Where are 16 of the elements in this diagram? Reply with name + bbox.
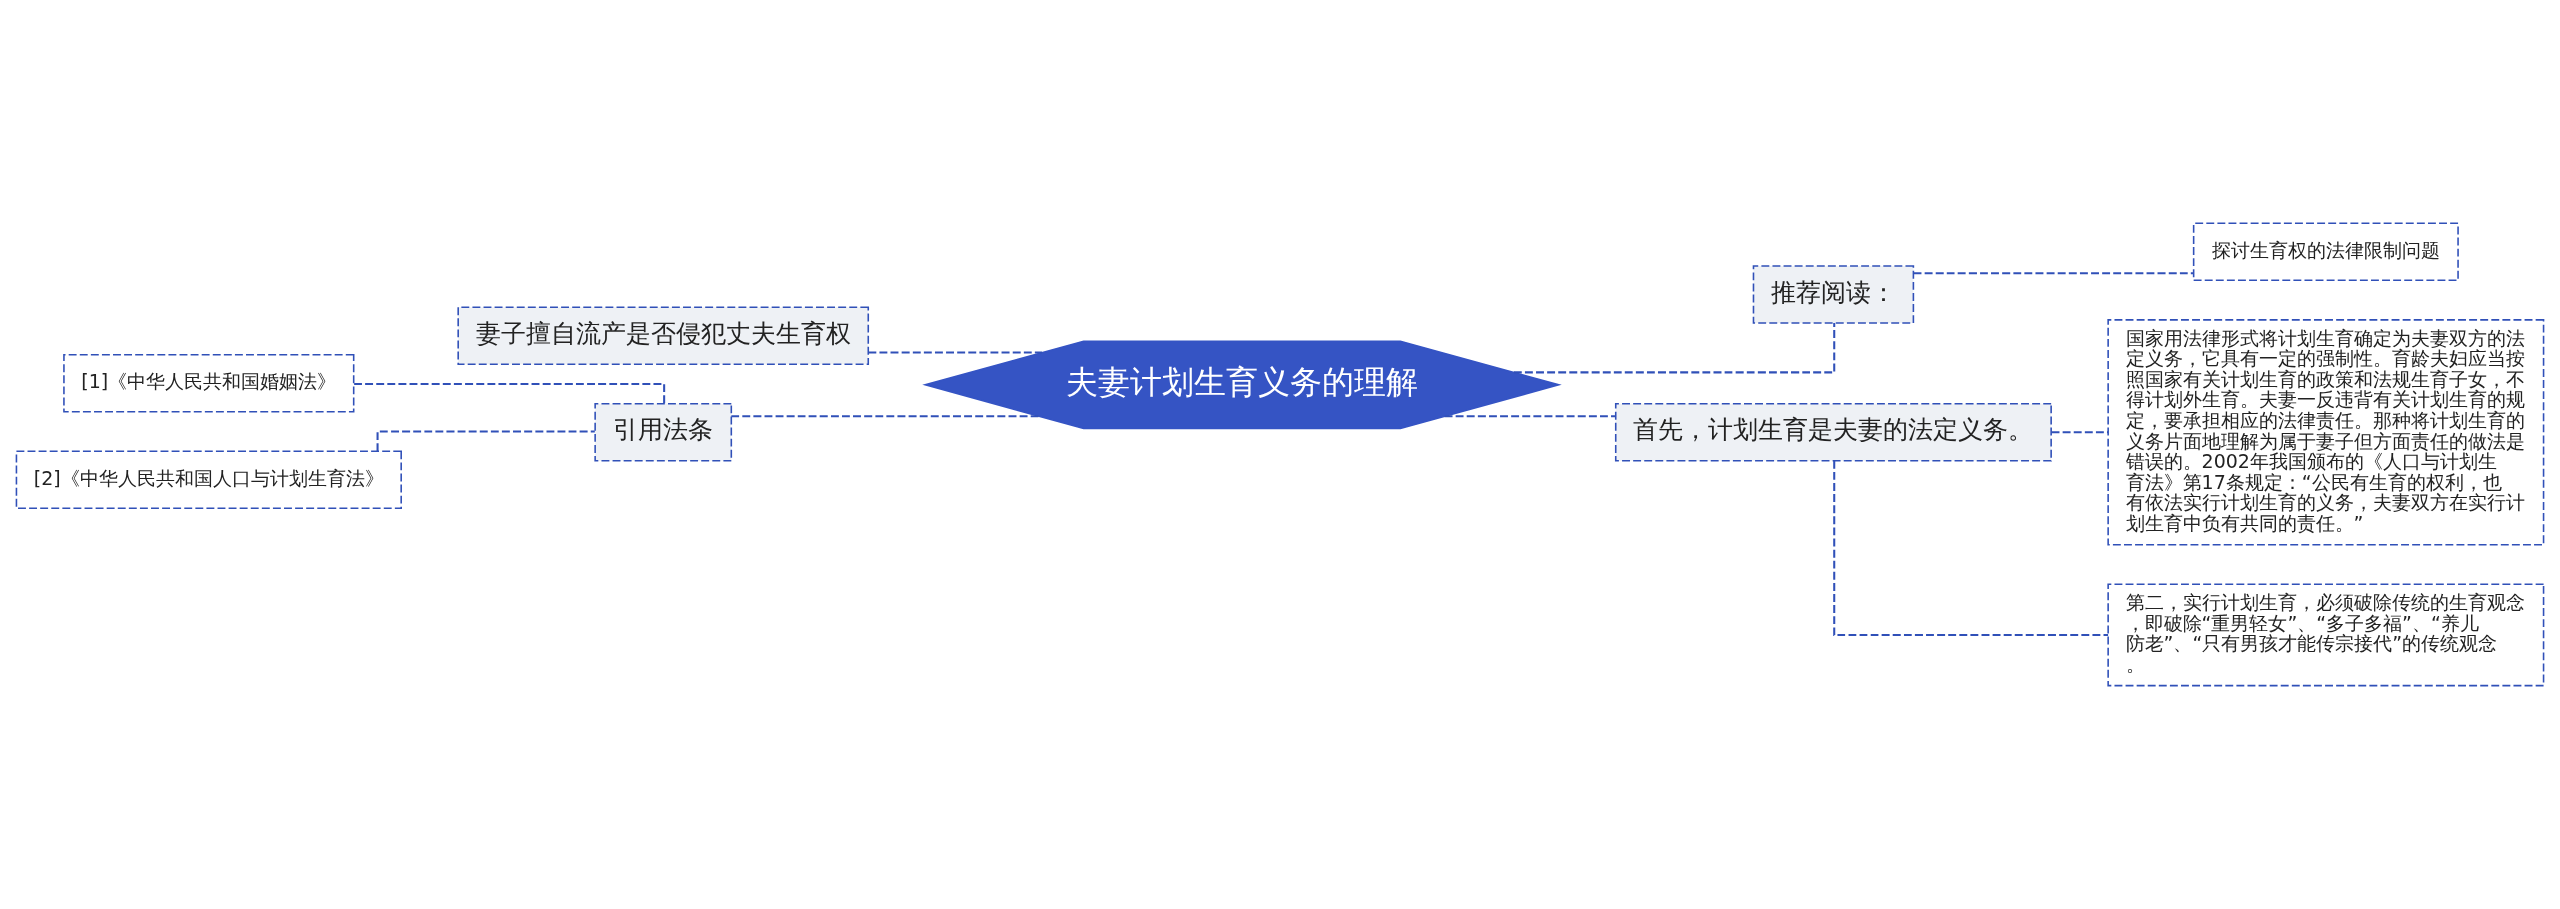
node-box: 第二，实行计划生育，必须破除传统的生育观念，即破除“重男轻女”、“多子多福”、“养儿防老”、“只有男孩才能传宗接代”的传统观念。 xyxy=(2107,583,2545,687)
node-box: 国家用法律形式将计划生育确定为夫妻双方的法定义务，它具有一定的强制性。育龄夫妇应当按照国家有关计划生育的政策和法规生育子女，不得计划外生育。夫妻一反违背有关计划生育的规定，要承担相应的法律责任。那种将计划生育的义务片面地理解为属于妻子但方面责任的做法是错误的。2002年我国颁布的《人口与计划生育法》第17条规定：“公民有生育的权利，也有依法实行计划生育的义务，夫妻双方在实行计划生育中负有共同的责任。” xyxy=(2107,319,2545,546)
connector xyxy=(1833,460,2109,637)
node-box: [2]《中华人民共和国人口与计划生育法》 xyxy=(15,450,402,510)
connector xyxy=(868,351,1043,354)
node-box: [1]《中华人民共和国婚姻法》 xyxy=(63,353,355,413)
connector xyxy=(731,415,1040,418)
node-box: 探讨生育权的法律限制问题 xyxy=(2192,222,2459,282)
connector xyxy=(2051,431,2109,434)
connector xyxy=(1913,272,2194,275)
connector xyxy=(1444,415,1616,418)
node-box: 推荐阅读： xyxy=(1752,265,1915,324)
connector xyxy=(1513,323,1836,374)
node-box: 首先，计划生育是夫妻的法定义务。 xyxy=(1614,403,2052,462)
node-box: 引用法条 xyxy=(594,403,733,462)
node-box: 妻子擅自流产是否侵犯丈夫生育权 xyxy=(457,306,870,366)
